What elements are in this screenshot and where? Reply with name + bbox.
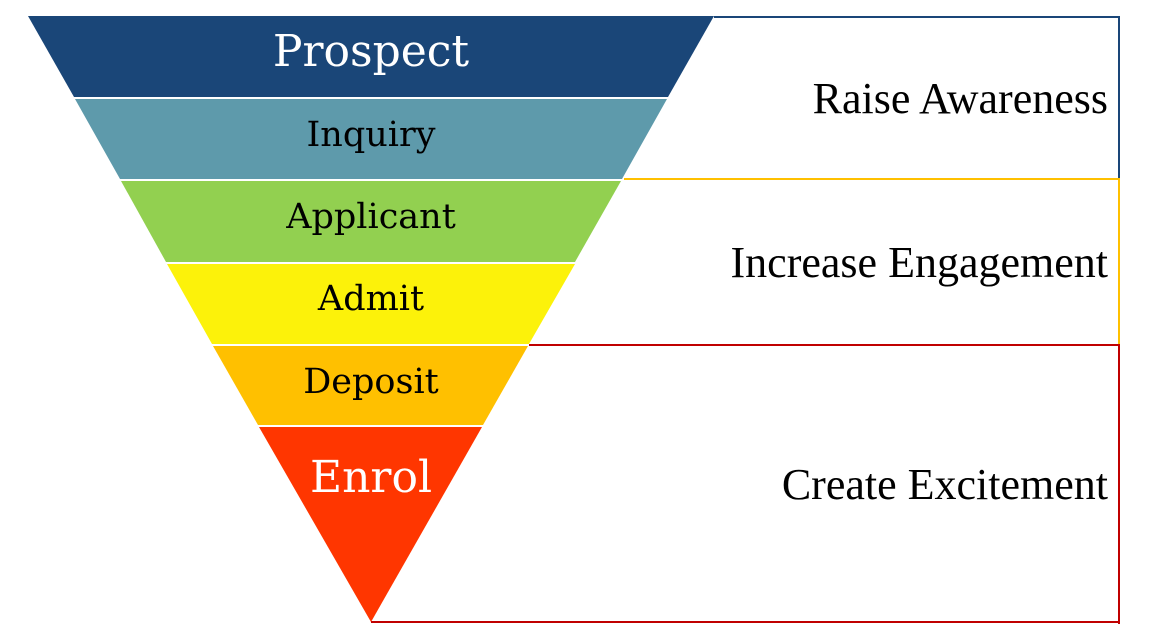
funnel-stage-applicant xyxy=(121,181,621,262)
phase-label-increase-engagement: Increase Engagement xyxy=(730,238,1108,287)
stage-label-prospect: Prospect xyxy=(272,26,470,77)
phase-box-raise-awareness: Raise Awareness xyxy=(714,16,1120,180)
phase-box-create-excitement: Create Excitement xyxy=(529,344,1120,624)
phase-box-increase-engagement: Increase Engagement xyxy=(624,178,1120,345)
funnel-stage-inquiry xyxy=(75,99,667,179)
stage-label-enrol: Enrol xyxy=(309,452,433,503)
funnel-stage-deposit xyxy=(213,346,528,425)
funnel-stage-prospect xyxy=(28,16,714,97)
funnel-stage-enrol xyxy=(259,427,482,622)
stage-label-admit: Admit xyxy=(317,279,425,319)
stage-label-deposit: Deposit xyxy=(303,362,439,402)
phase-label-create-excitement: Create Excitement xyxy=(781,460,1108,509)
phase-label-raise-awareness: Raise Awareness xyxy=(812,74,1108,123)
funnel-stage-admit xyxy=(167,264,575,344)
stage-label-inquiry: Inquiry xyxy=(306,115,436,155)
stage-label-applicant: Applicant xyxy=(286,197,456,237)
phase-box-create-excitement-bottom xyxy=(371,621,1120,623)
